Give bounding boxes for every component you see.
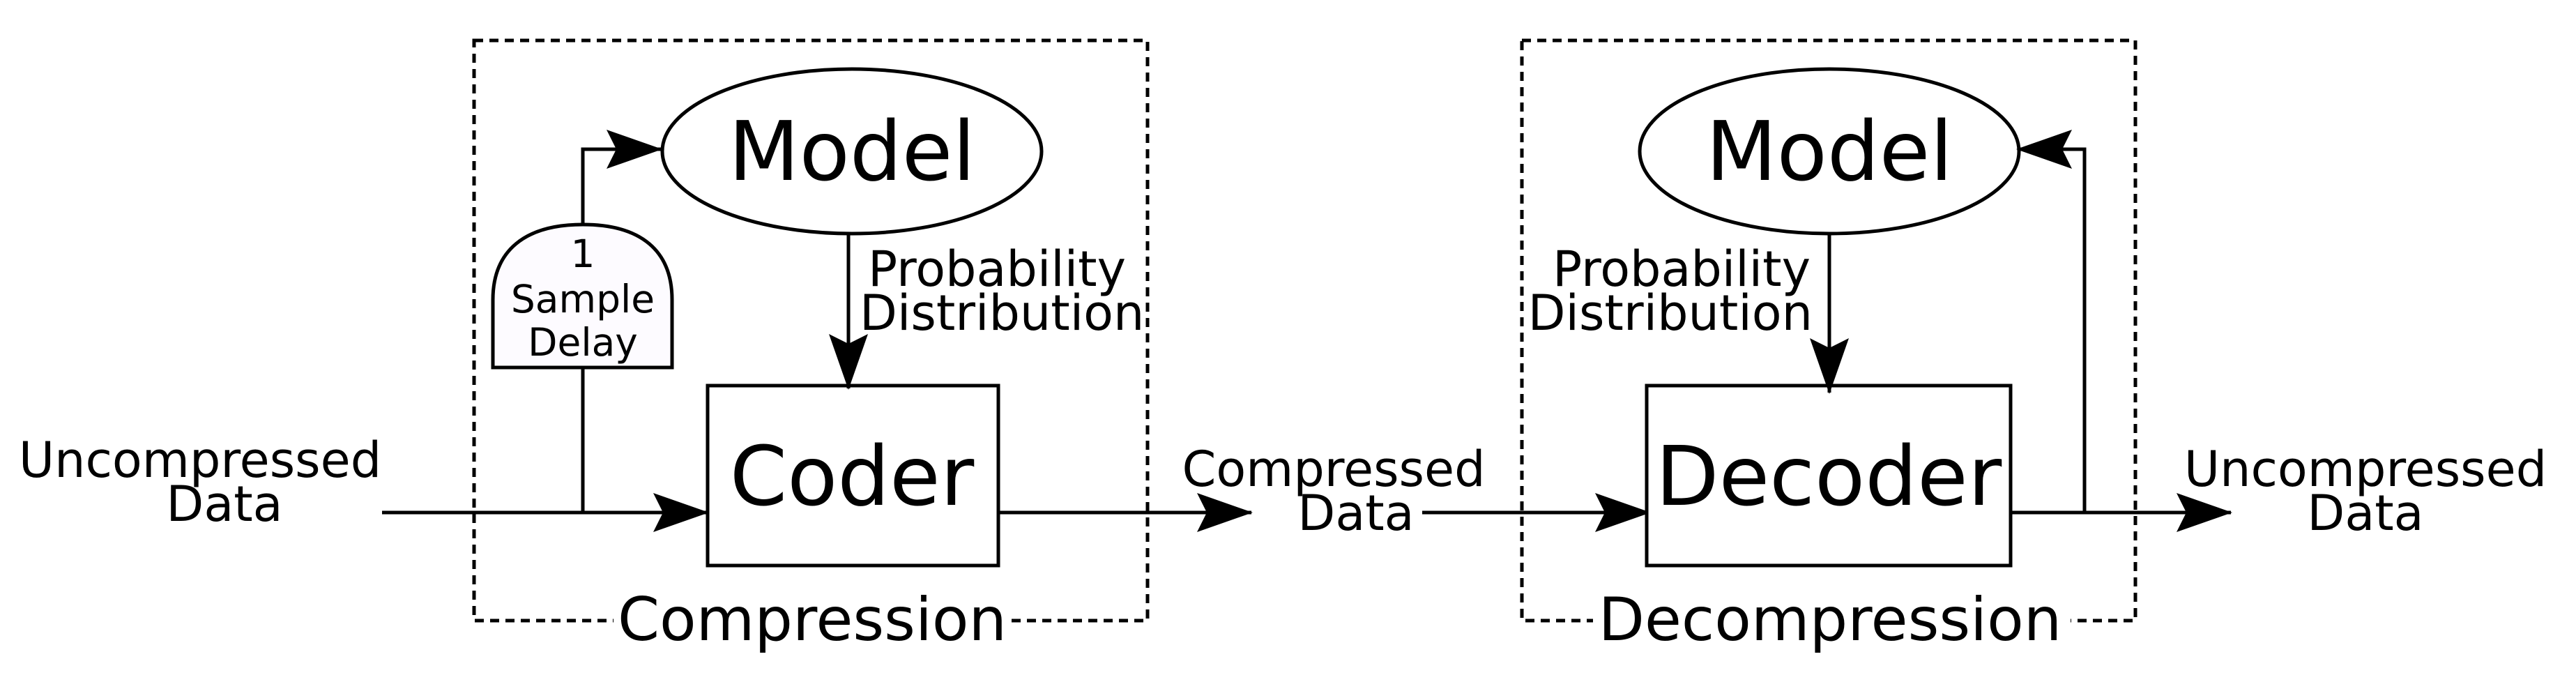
- decoder-label: Decoder: [1656, 428, 2002, 524]
- compression-frame: [472, 38, 1150, 623]
- decompression-frame: [1520, 38, 2137, 623]
- coder-label: Coder: [730, 428, 975, 524]
- sample-delay-shape: [491, 222, 674, 370]
- compressed-data-link: Compressed Data: [998, 441, 1651, 542]
- decompression-probability-label-line2: Distribution: [1528, 285, 1813, 342]
- compression-label-backdrop: [613, 586, 1011, 655]
- delay-label-line2: Sample: [511, 277, 655, 321]
- compressed-label-line2: Data: [1297, 485, 1414, 542]
- output-label-line2: Data: [2307, 485, 2423, 542]
- compression-model-ellipse: [660, 67, 1044, 236]
- compression-probability-label-line1: Probability: [868, 241, 1126, 298]
- output-label-line1: Uncompressed: [2184, 441, 2547, 498]
- compression-model-label: Model: [729, 103, 975, 199]
- delay-label-line1: 1: [571, 232, 595, 276]
- delay-label-line3: Delay: [528, 320, 638, 365]
- compression-stage: Compression Model Coder Probability Dist…: [472, 38, 1150, 655]
- decompression-probability-label-line1: Probability: [1553, 241, 1811, 298]
- decompression-frame-label: Decompression: [1599, 585, 2061, 655]
- compressed-label-line1: Compressed: [1182, 441, 1485, 498]
- input-label-line1: Uncompressed: [19, 432, 381, 489]
- output-to-model-feedback-arrow: [2016, 130, 2087, 513]
- delay-to-model-arrow: [581, 130, 662, 225]
- uncompressed-input: Uncompressed Data: [19, 432, 709, 533]
- compression-frame-label: Compression: [618, 585, 1007, 655]
- decompression-label-backdrop: [1593, 586, 2071, 655]
- decompression-model-label: Model: [1706, 103, 1953, 199]
- decompression-stage: Decompression Model Decoder Probability …: [1520, 38, 2137, 655]
- compression-probability-label-line2: Distribution: [860, 285, 1144, 342]
- decoder-box: [1645, 384, 2013, 568]
- input-label-line2: Data: [166, 476, 282, 533]
- uncompressed-output: Uncompressed Data: [2011, 441, 2547, 542]
